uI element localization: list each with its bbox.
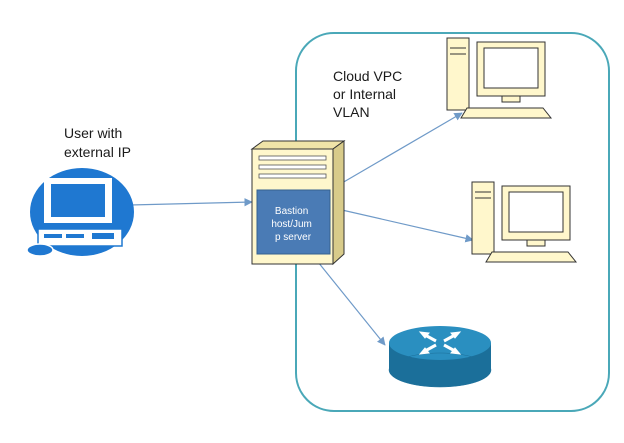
router-icon	[388, 326, 492, 388]
server-label: Bastion host/Jum p server	[271, 206, 314, 243]
server-label-panel	[256, 189, 331, 255]
user-label: User with external IP	[64, 125, 131, 160]
arrow-bastion-to-desktop-1	[341, 112, 463, 184]
server-tower-icon: Bastion host/Jum p server	[250, 140, 346, 266]
arrow-user-to-bastion	[129, 197, 253, 207]
arrow-bastion-to-desktop-2	[341, 209, 474, 243]
desktop-computer-icon	[446, 37, 553, 119]
arrow-bastion-to-router	[317, 261, 386, 346]
user-computer-icon	[26, 168, 134, 257]
cloud-vpc-label: Cloud VPC or Internal VLAN	[333, 68, 406, 120]
desktop-computer-icon	[471, 181, 578, 263]
